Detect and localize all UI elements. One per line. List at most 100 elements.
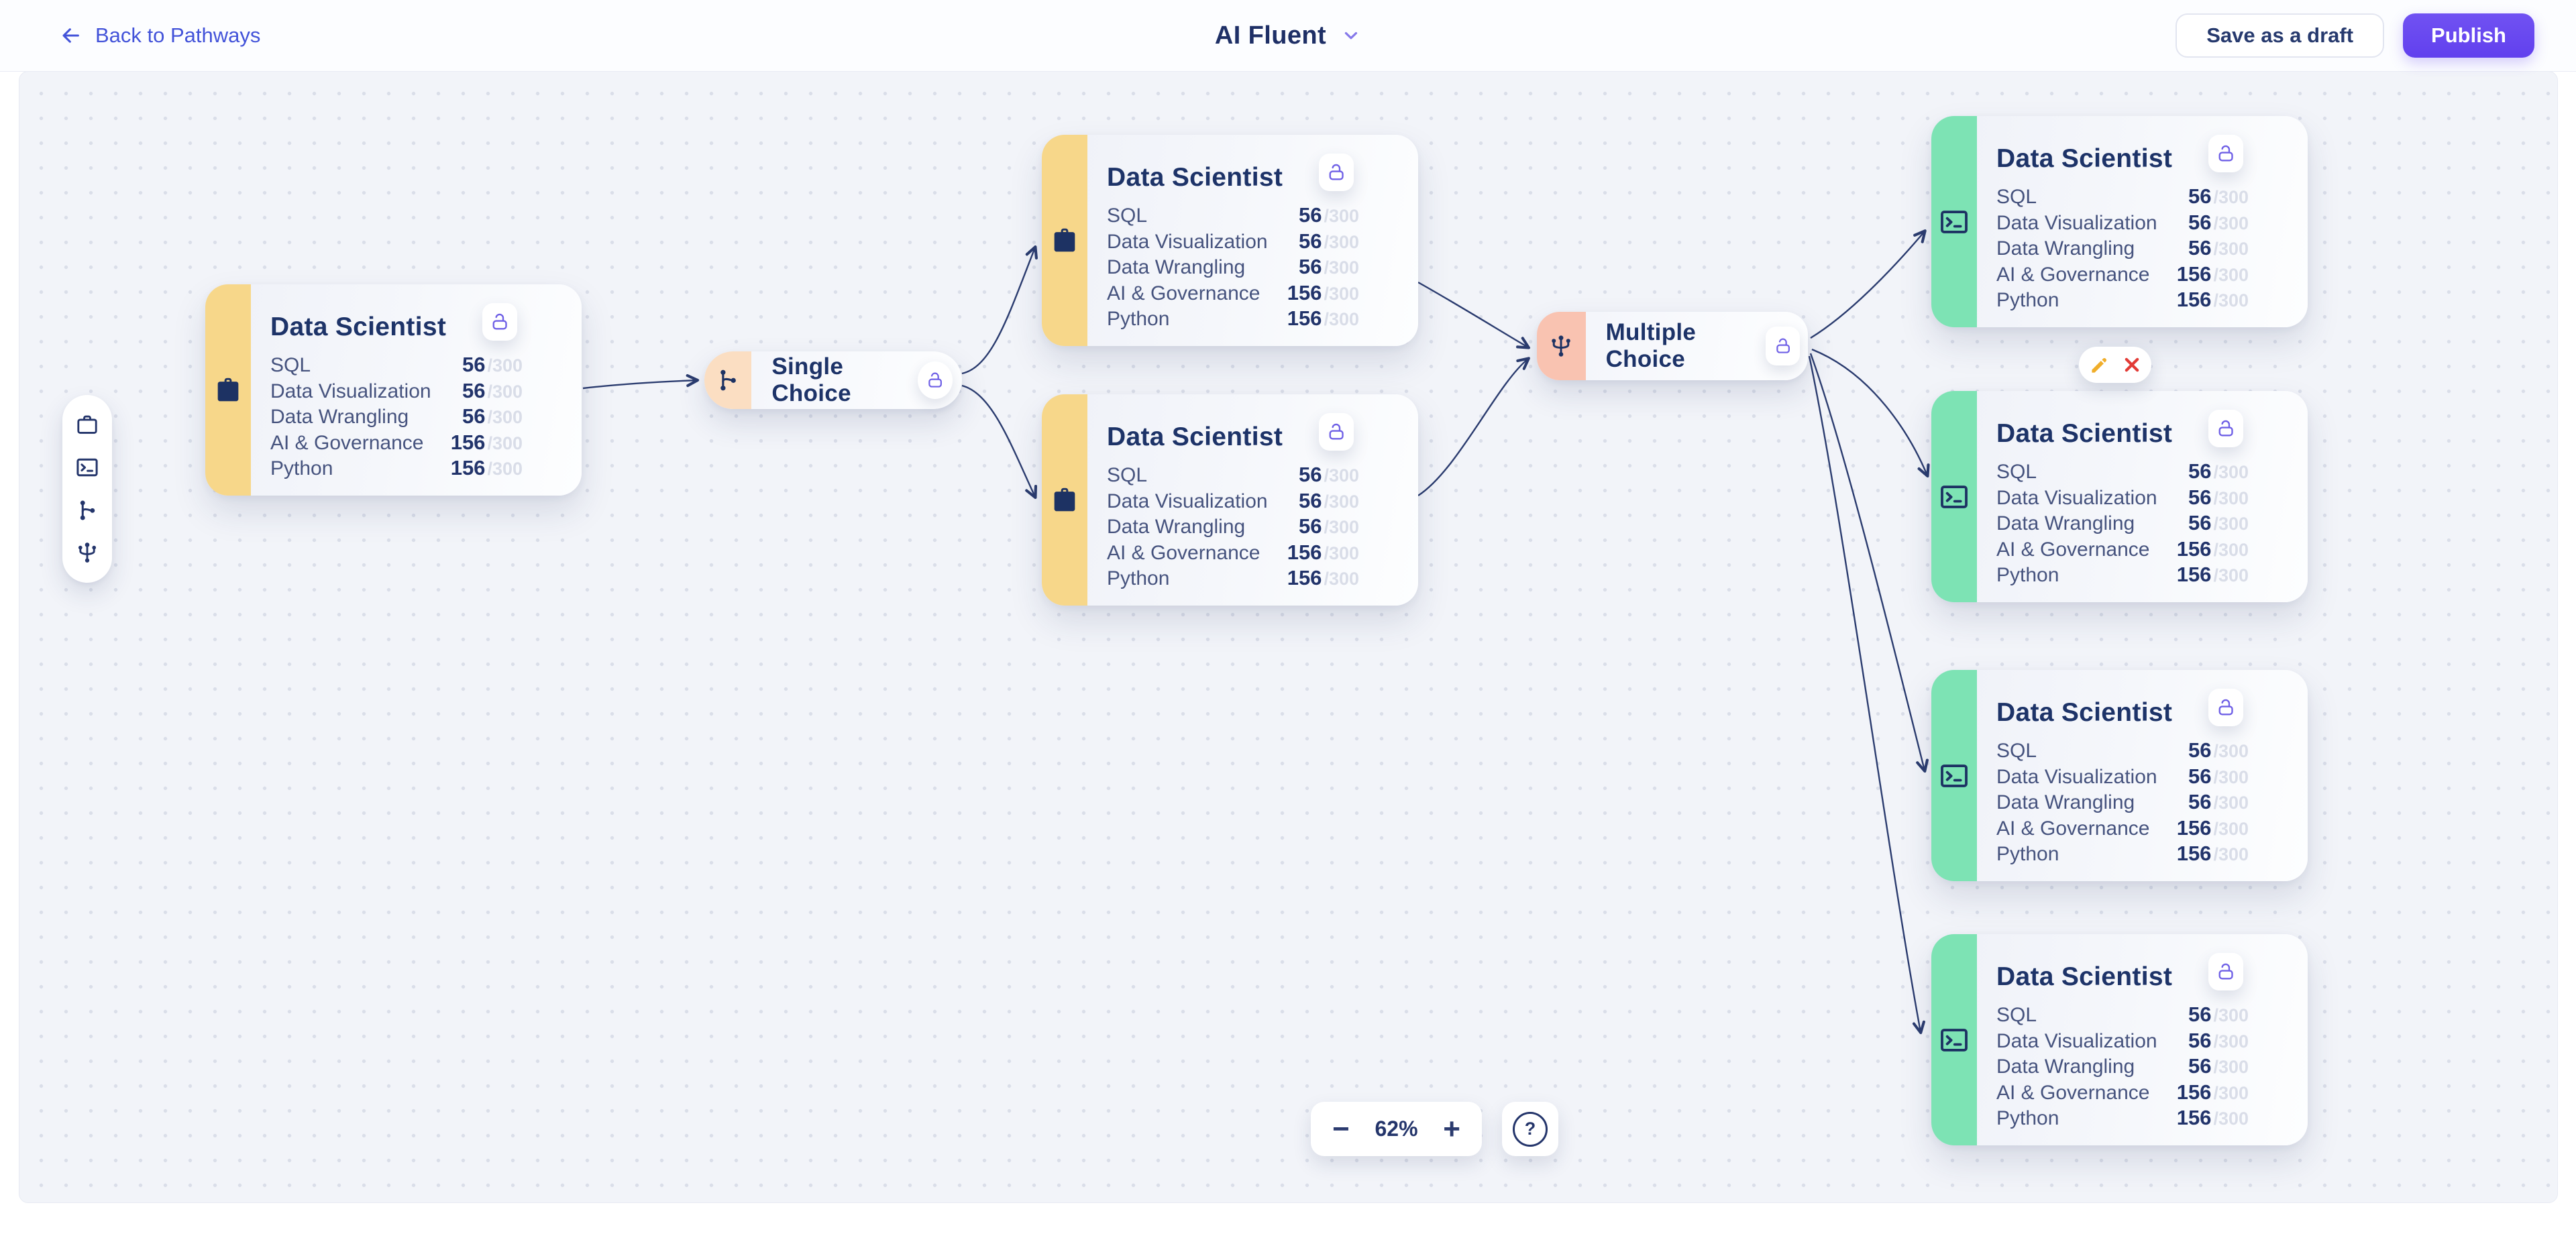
edge [961,384,1038,500]
card-title: Data Scientist [1996,698,2173,727]
unlock-badge[interactable] [482,303,517,341]
unlock-badge[interactable] [2208,135,2243,172]
terminal-icon[interactable] [75,455,99,479]
arrow-left-icon [59,24,82,47]
unlock-badge[interactable] [1766,327,1801,365]
lock-open-icon [1774,336,1792,356]
briefcase-icon [1049,485,1080,516]
node-cap [1537,312,1586,380]
card-title: Data Scientist [1996,144,2173,173]
multiple-choice-node[interactable]: Multiple Choice [1537,312,1808,380]
node-cap [704,351,752,409]
multiple-choice-fork-icon[interactable] [75,541,99,565]
edge [1811,348,1930,478]
multiple-choice-fork-icon [1548,333,1574,359]
card-type-strip [1042,394,1087,606]
briefcase-icon[interactable] [75,413,99,437]
edit-pencil-icon[interactable] [2088,353,2111,376]
zoom-in-button[interactable]: + [1443,1112,1460,1145]
unlock-badge[interactable] [918,361,953,399]
unlock-badge[interactable] [2208,953,2243,990]
edge [582,374,700,390]
unlock-badge[interactable] [1319,154,1354,191]
back-label: Back to Pathways [95,23,261,47]
node-action-toolbar [2079,347,2151,383]
zoom-toolbar: − 62% + [1311,1102,1482,1156]
edge [1810,229,1927,339]
chevron-down-icon [1341,25,1361,46]
edge [961,245,1038,375]
save-draft-button[interactable]: Save as a draft [2176,13,2385,58]
publish-button[interactable]: Publish [2403,13,2534,58]
single-choice-node[interactable]: Single Choice [704,351,962,409]
help-button[interactable]: ? [1502,1102,1558,1156]
zoom-out-button[interactable]: − [1332,1112,1350,1145]
terminal-icon [1939,207,1970,237]
unlock-badge[interactable] [2208,689,2243,726]
edge [1808,355,1925,1035]
pathway-title-dropdown[interactable]: AI Fluent [1215,0,1361,71]
edge [1417,357,1530,497]
card-title: Data Scientist [1996,419,2173,448]
node-label: Multiple Choice [1605,319,1697,372]
back-to-pathways-link[interactable]: Back to Pathways [59,0,260,71]
card-type-strip [1931,934,1977,1145]
edge [1417,281,1530,349]
card-type-strip [1042,135,1087,346]
card-type-strip [1931,391,1977,602]
top-bar: Back to Pathways AI Fluent Save as a dra… [0,0,2576,72]
unlock-badge[interactable] [2208,410,2243,447]
delete-x-icon[interactable] [2122,355,2142,375]
card-type-strip [1931,670,1977,881]
card-type-strip [1931,116,1977,327]
terminal-icon [1939,1025,1970,1056]
single-choice-branch-icon [715,367,741,393]
single-choice-branch-icon[interactable] [75,498,99,522]
zoom-level: 62% [1375,1117,1418,1141]
briefcase-icon [1049,225,1080,256]
unlock-badge[interactable] [1319,413,1354,451]
